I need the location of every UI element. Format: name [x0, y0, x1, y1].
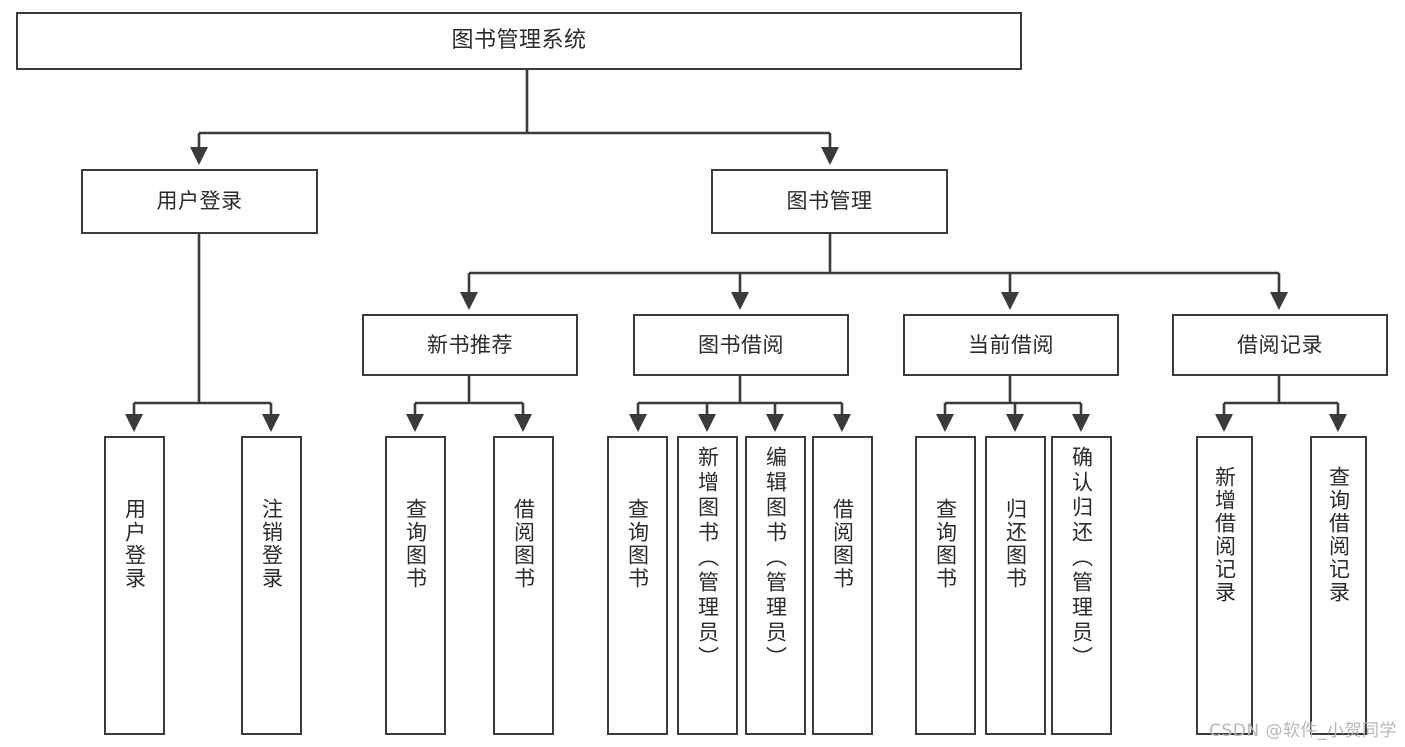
- node-label: 新增借阅记录: [1212, 466, 1237, 604]
- node-leaf-add-book[interactable]: 新增图书（管理员）: [677, 436, 738, 735]
- node-new-book-recommend[interactable]: 新书推荐: [362, 314, 578, 376]
- node-leaf-borrow-book-2[interactable]: 借阅图书: [812, 436, 873, 735]
- node-label: 图书管理: [786, 189, 873, 214]
- node-label: 当前借阅: [968, 332, 1054, 357]
- node-label: 借阅图书: [511, 498, 536, 590]
- node-leaf-return-book[interactable]: 归还图书: [985, 436, 1046, 735]
- node-label: 注销登录: [259, 498, 284, 590]
- node-leaf-add-borrow-record[interactable]: 新增借阅记录: [1196, 436, 1253, 735]
- node-leaf-edit-book[interactable]: 编辑图书（管理员）: [745, 436, 806, 735]
- node-label: 查询图书: [403, 498, 428, 590]
- node-label: 查询借阅记录: [1326, 466, 1351, 604]
- node-label: 新增图书（管理员）: [695, 446, 720, 671]
- node-label: 图书管理系统: [451, 28, 587, 54]
- node-label: 查询图书: [625, 498, 650, 590]
- node-book-borrow[interactable]: 图书借阅: [633, 314, 849, 376]
- node-leaf-query-borrow-record[interactable]: 查询借阅记录: [1310, 436, 1367, 735]
- node-book-manage[interactable]: 图书管理: [711, 169, 948, 234]
- node-label: 编辑图书（管理员）: [763, 446, 788, 671]
- node-label: 图书借阅: [698, 332, 784, 357]
- node-user-login[interactable]: 用户登录: [81, 169, 318, 234]
- node-label: 借阅记录: [1237, 332, 1323, 357]
- node-current-borrow[interactable]: 当前借阅: [903, 314, 1119, 376]
- node-label: 新书推荐: [427, 332, 513, 357]
- node-label: 用户登录: [122, 498, 147, 590]
- node-label: 用户登录: [156, 189, 243, 214]
- node-leaf-query-book-2[interactable]: 查询图书: [607, 436, 668, 735]
- node-root-system[interactable]: 图书管理系统: [16, 12, 1022, 70]
- node-leaf-user-login[interactable]: 用户登录: [104, 436, 165, 735]
- node-leaf-logout-login[interactable]: 注销登录: [241, 436, 302, 735]
- node-leaf-confirm-return[interactable]: 确认归还（管理员）: [1051, 436, 1112, 735]
- node-label: 借阅图书: [830, 498, 855, 590]
- node-label: 查询图书: [933, 498, 958, 590]
- node-leaf-query-book-1[interactable]: 查询图书: [385, 436, 446, 735]
- node-label: 确认归还（管理员）: [1069, 446, 1094, 671]
- node-leaf-query-book-3[interactable]: 查询图书: [915, 436, 976, 735]
- node-leaf-borrow-book-1[interactable]: 借阅图书: [493, 436, 554, 735]
- node-label: 归还图书: [1003, 498, 1028, 590]
- node-borrow-record[interactable]: 借阅记录: [1172, 314, 1388, 376]
